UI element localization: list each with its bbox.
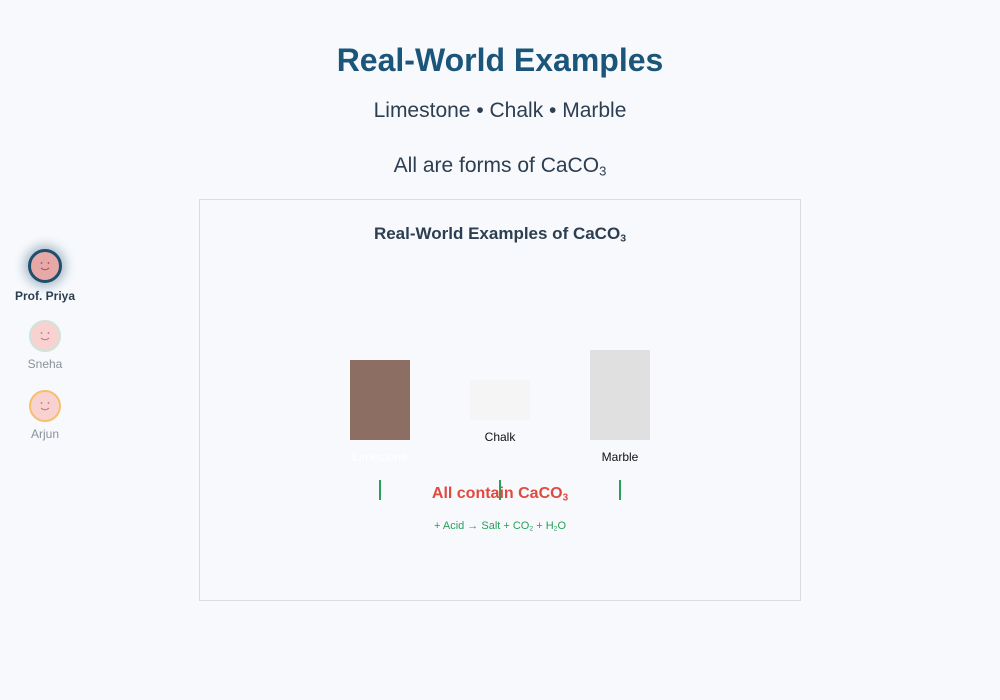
slide-note-text: All are forms of CaCO bbox=[393, 154, 600, 177]
conclusion-text-main: All contain CaCO bbox=[431, 485, 563, 502]
sample-swatch-limestone bbox=[350, 360, 410, 440]
sample-limestone: Limestone bbox=[350, 360, 410, 464]
avatar bbox=[28, 249, 62, 283]
sample-swatch-chalk bbox=[470, 380, 530, 420]
participant-name: Arjun bbox=[30, 427, 59, 441]
connector-line bbox=[379, 480, 381, 500]
reaction-part: + Acid → Salt + CO bbox=[433, 520, 530, 532]
sample-marble: Marble bbox=[590, 350, 650, 464]
participant-name: Prof. Priya bbox=[14, 289, 76, 303]
conclusion-text: All contain CaCO3 bbox=[200, 485, 800, 503]
participant-name: Sneha bbox=[27, 357, 63, 371]
sample-label-chalk: Chalk bbox=[484, 430, 516, 444]
sample-swatch-marble bbox=[590, 350, 650, 440]
diagram-panel: Real-World Examples of CaCO3 Limestone C… bbox=[199, 199, 801, 601]
reaction-subscript: 2 bbox=[529, 525, 534, 533]
smiley-icon bbox=[40, 262, 50, 271]
connector-line bbox=[499, 480, 501, 500]
smiley-icon bbox=[40, 402, 50, 411]
diagram-title-subscript: 3 bbox=[620, 232, 627, 245]
sample-label-limestone: Limestone bbox=[352, 450, 408, 464]
smiley-icon bbox=[40, 332, 50, 341]
avatar bbox=[29, 390, 61, 422]
slide-note-subscript: 3 bbox=[599, 163, 607, 179]
connector-line bbox=[619, 480, 621, 500]
reaction-subscript: 2 bbox=[553, 525, 558, 533]
reaction-part: O bbox=[557, 520, 566, 532]
sample-label-marble: Marble bbox=[601, 450, 639, 464]
diagram-title-text: Real-World Examples of CaCO bbox=[373, 224, 621, 243]
slide-subtitle: Limestone • Chalk • Marble bbox=[373, 99, 627, 122]
sample-chalk: Chalk bbox=[470, 380, 530, 444]
diagram-title: Real-World Examples of CaCO3 bbox=[200, 224, 800, 244]
participant-sneha[interactable]: Sneha bbox=[5, 320, 85, 371]
participant-prof-priya[interactable]: Prof. Priya bbox=[5, 249, 85, 303]
participant-arjun[interactable]: Arjun bbox=[5, 390, 85, 441]
reaction-part: + H bbox=[533, 520, 554, 532]
conclusion-subscript: 3 bbox=[562, 492, 569, 504]
slide-note: All are forms of CaCO3 bbox=[0, 154, 1000, 178]
avatar bbox=[29, 320, 61, 352]
slide-title: Real-World Examples bbox=[336, 42, 664, 78]
reaction-equation: + Acid → Salt + CO2 + H2O bbox=[200, 520, 800, 533]
